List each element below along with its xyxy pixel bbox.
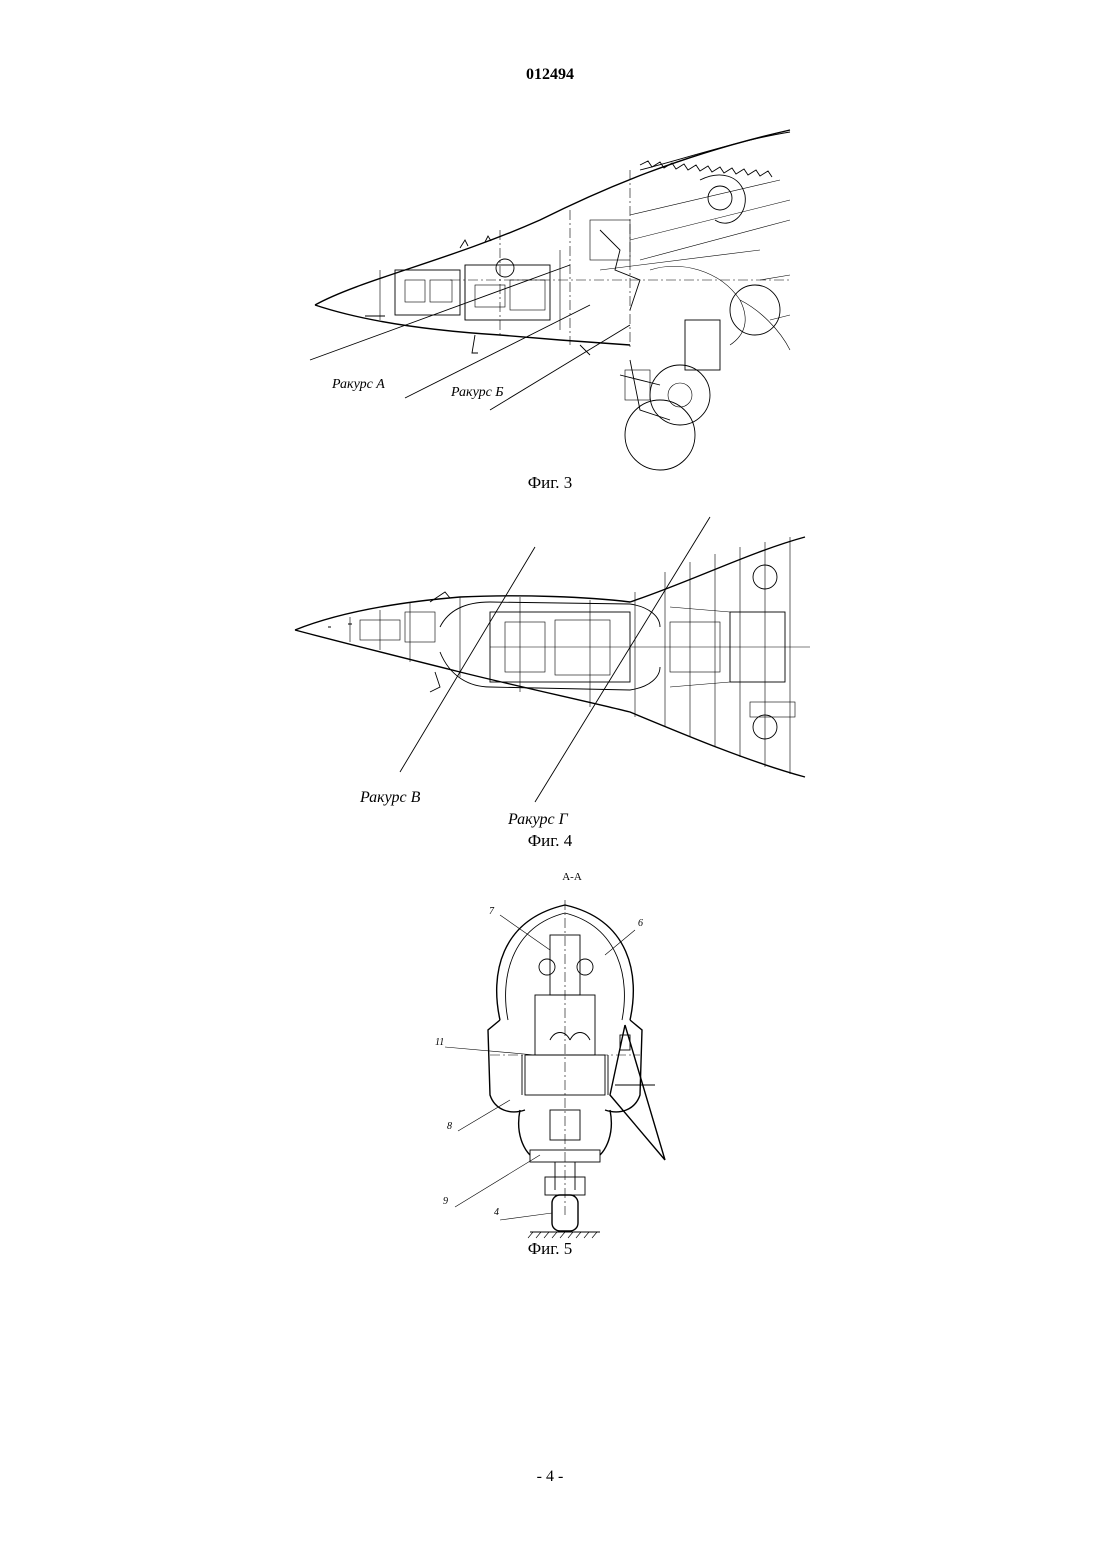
fig3-view-label-b: Ракурс Б [451,385,504,401]
fig3-caption: Фиг. 3 [450,473,650,493]
fig5-callout-9: 9 [443,1196,448,1207]
document-number: 012494 [0,66,1100,84]
figure-5-drawing [430,895,680,1240]
fig4-caption: Фиг. 4 [450,831,650,851]
page-number: - 4 - [450,1468,650,1486]
fig5-callout-11: 11 [435,1037,444,1048]
figure-4-drawing [290,512,810,812]
fig5-callout-8: 8 [447,1121,452,1132]
fig5-callout-4: 4 [494,1207,499,1218]
fig5-callout-7: 7 [489,906,494,917]
fig3-view-label-a: Ракурс А [332,377,385,393]
figure-3-drawing [300,120,800,480]
fig5-section-label: А-А [522,871,622,883]
fig5-callout-6: 6 [638,918,643,929]
fig5-caption: Фиг. 5 [450,1239,650,1259]
fig4-view-label-g: Ракурс Г [508,811,568,829]
fig4-view-label-v: Ракурс В [360,789,420,807]
